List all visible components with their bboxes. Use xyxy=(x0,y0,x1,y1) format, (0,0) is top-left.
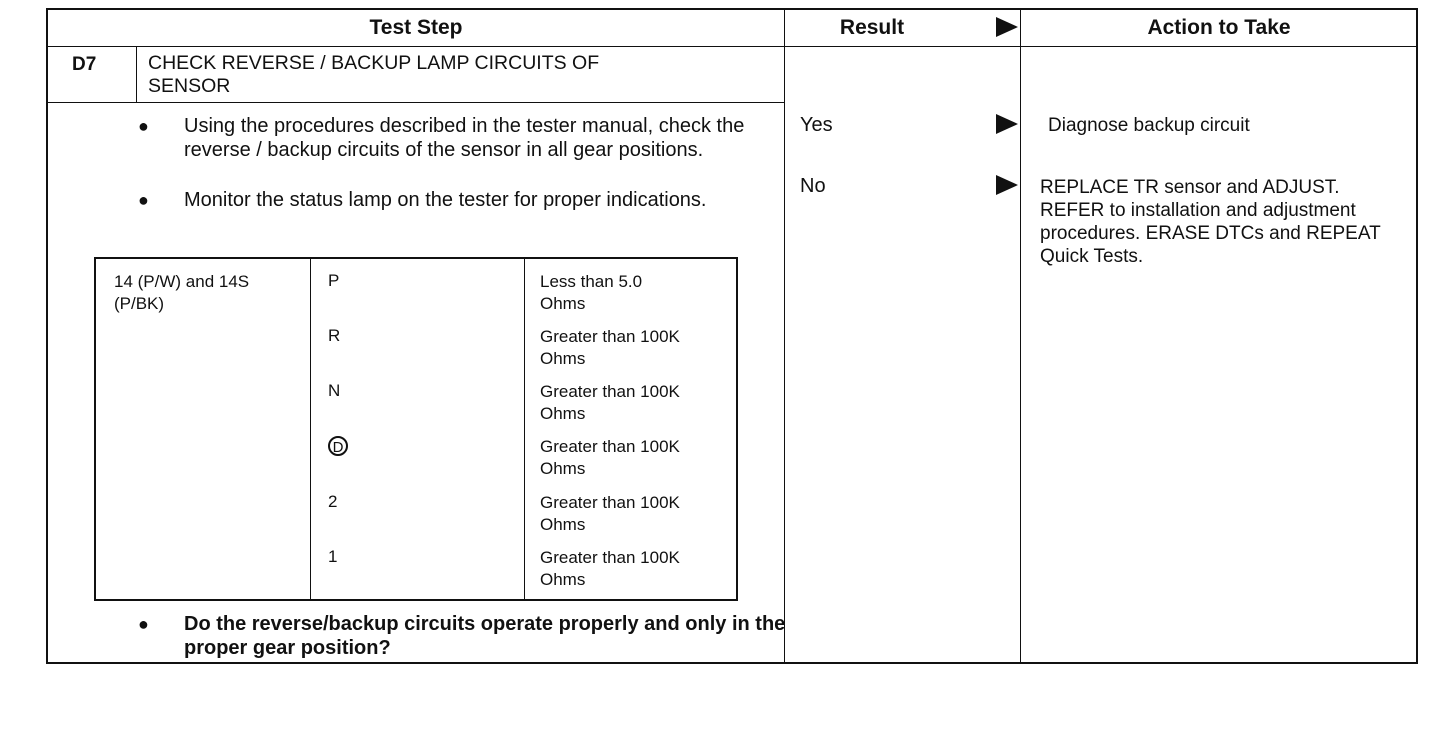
column-divider-action xyxy=(1020,10,1021,662)
gear-position-circled: D xyxy=(326,436,348,457)
arrow-no-icon xyxy=(996,175,1018,195)
instruction-item: ● Monitor the status lamp on the tester … xyxy=(138,188,798,212)
resistance-value: Greater than 100K Ohms xyxy=(540,326,730,370)
gear-circled-label: D xyxy=(328,436,348,456)
column-divider-result xyxy=(784,10,785,662)
header-arrow-icon xyxy=(996,17,1018,37)
result-yes: Yes xyxy=(800,114,833,136)
step-id: D7 xyxy=(72,54,97,75)
gear-position: N xyxy=(328,381,341,400)
resistance-value-line1: Greater than 100K xyxy=(540,548,680,567)
header-result: Result xyxy=(784,10,1020,46)
resistance-value-line2: Ohms xyxy=(540,515,586,534)
question-item: ● Do the reverse/backup circuits operate… xyxy=(138,612,798,660)
result-no: No xyxy=(800,175,826,197)
header-rule xyxy=(48,46,1416,47)
resistance-value: Less than 5.0 Ohms xyxy=(540,271,730,315)
resistance-value-line2: Ohms xyxy=(540,459,586,478)
resistance-value-line2: Ohms xyxy=(540,294,586,313)
measurement-divider xyxy=(310,259,311,599)
resistance-value-line2: Ohms xyxy=(540,404,586,423)
measurement-divider xyxy=(524,259,525,599)
resistance-value-line2: Ohms xyxy=(540,570,586,589)
circuit-label: 14 (P/W) and 14S (P/BK) xyxy=(114,271,249,315)
step-title-line1: CHECK REVERSE / BACKUP LAMP CIRCUITS OF xyxy=(148,52,600,74)
arrow-yes-icon xyxy=(996,114,1018,134)
action-no: REPLACE TR sensor and ADJUST. REFER to i… xyxy=(1040,177,1381,267)
resistance-value: Greater than 100K Ohms xyxy=(540,547,730,591)
gear-position: 2 xyxy=(328,492,338,511)
instruction-text: Monitor the status lamp on the tester fo… xyxy=(184,189,707,211)
instruction-item: ● Using the procedures described in the … xyxy=(138,114,798,162)
resistance-value-line1: Greater than 100K xyxy=(540,382,680,401)
measurement-table: 14 (P/W) and 14S (P/BK) P Less than 5.0 … xyxy=(94,257,738,601)
step-title: CHECK REVERSE / BACKUP LAMP CIRCUITS OF … xyxy=(148,52,768,98)
header-test-step: Test Step xyxy=(369,16,463,39)
instruction-text: Using the procedures described in the te… xyxy=(184,115,745,161)
step-id-divider xyxy=(136,46,137,102)
resistance-value-line1: Greater than 100K xyxy=(540,327,680,346)
resistance-value-line1: Greater than 100K xyxy=(540,493,680,512)
resistance-value: Greater than 100K Ohms xyxy=(540,436,730,480)
gear-position: R xyxy=(328,326,341,345)
gear-position: 1 xyxy=(328,547,338,566)
bullet-icon: ● xyxy=(138,116,149,136)
gear-position: P xyxy=(328,271,340,290)
question-text: Do the reverse/backup circuits operate p… xyxy=(184,613,786,659)
step-title-line2: SENSOR xyxy=(148,75,231,97)
step-title-rule xyxy=(48,102,784,103)
header-action: Action to Take xyxy=(1147,16,1291,39)
circuit-label-line1: 14 (P/W) and 14S xyxy=(114,272,250,291)
resistance-value: Greater than 100K Ohms xyxy=(540,492,730,536)
bullet-icon: ● xyxy=(138,190,149,210)
circuit-label-line2: (P/BK) xyxy=(114,294,165,313)
resistance-value-line2: Ohms xyxy=(540,349,586,368)
resistance-value: Greater than 100K Ohms xyxy=(540,381,730,425)
header-result-label: Result xyxy=(839,16,905,39)
test-step-table: Test Step Result Action to Take D7 CHECK… xyxy=(46,8,1418,664)
action-yes: Diagnose backup circuit xyxy=(1048,115,1250,136)
bullet-icon: ● xyxy=(138,614,149,634)
resistance-value-line1: Less than 5.0 xyxy=(540,272,643,291)
resistance-value-line1: Greater than 100K xyxy=(540,437,680,456)
